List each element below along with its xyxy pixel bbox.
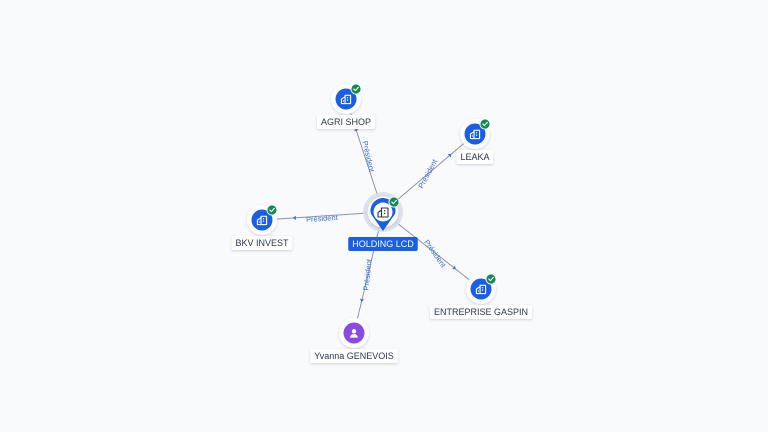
building-icon — [377, 207, 389, 218]
verified-check-icon — [388, 196, 400, 208]
edge-line — [261, 211, 384, 221]
edge-label: Président — [422, 238, 448, 270]
edge-label: Président — [361, 258, 373, 291]
verified-check-icon — [350, 83, 362, 95]
node-agri-shop[interactable]: AGRI SHOP — [316, 83, 376, 130]
node-bkv-invest[interactable]: BKV INVEST — [231, 204, 293, 251]
node-label-text: LEAKA — [460, 152, 489, 162]
center-label-bg — [348, 237, 418, 251]
edge-arrow — [452, 265, 456, 270]
node-label-bg — [316, 115, 376, 129]
node-label-text: Yvanna GENEVOIS — [314, 351, 394, 361]
node-label: AGRI SHOP — [316, 115, 376, 129]
node-fill — [464, 123, 486, 145]
node-label-text: ENTREPRISE GASPIN — [434, 307, 528, 317]
verified-check-icon — [479, 118, 491, 130]
node-label-bg — [456, 150, 494, 164]
edge-line — [382, 211, 482, 290]
node-yvanna-genevois[interactable]: Yvanna GENEVOIS — [310, 318, 398, 363]
node-label: ENTREPRISE GASPIN — [429, 305, 533, 319]
node-fill — [335, 88, 357, 110]
node-center[interactable]: HOLDING LCD — [348, 192, 418, 251]
verified-check-icon — [485, 273, 497, 285]
edge-line — [353, 211, 384, 334]
node-label-bg — [231, 236, 293, 250]
node-entreprise-gaspin[interactable]: ENTREPRISE GASPIN — [429, 273, 533, 320]
edge-yvanna-genevois: Président — [353, 211, 384, 334]
edge-label: Président — [360, 140, 376, 174]
edge-label: Président — [306, 213, 339, 224]
center-label: HOLDING LCD — [348, 237, 418, 251]
node-label-text: AGRI SHOP — [321, 117, 371, 127]
center-label-text: HOLDING LCD — [352, 239, 414, 249]
node-fill — [470, 278, 492, 300]
edge-label: Président — [416, 157, 439, 190]
edge-arrow — [292, 215, 297, 220]
node-label-text: BKV INVEST — [235, 238, 289, 248]
edge-arrow — [447, 153, 452, 158]
node-label: BKV INVEST — [231, 236, 293, 250]
verified-check-icon — [266, 204, 278, 216]
node-fill — [251, 209, 273, 231]
node-leaka[interactable]: LEAKA — [456, 118, 494, 165]
edge-arrow — [359, 298, 365, 303]
node-label-bg — [429, 305, 533, 319]
node-label: Yvanna GENEVOIS — [310, 349, 398, 363]
edge-bkv-invest: Président — [261, 211, 384, 224]
node-label-bg — [310, 349, 398, 363]
node-label: LEAKA — [456, 150, 494, 164]
